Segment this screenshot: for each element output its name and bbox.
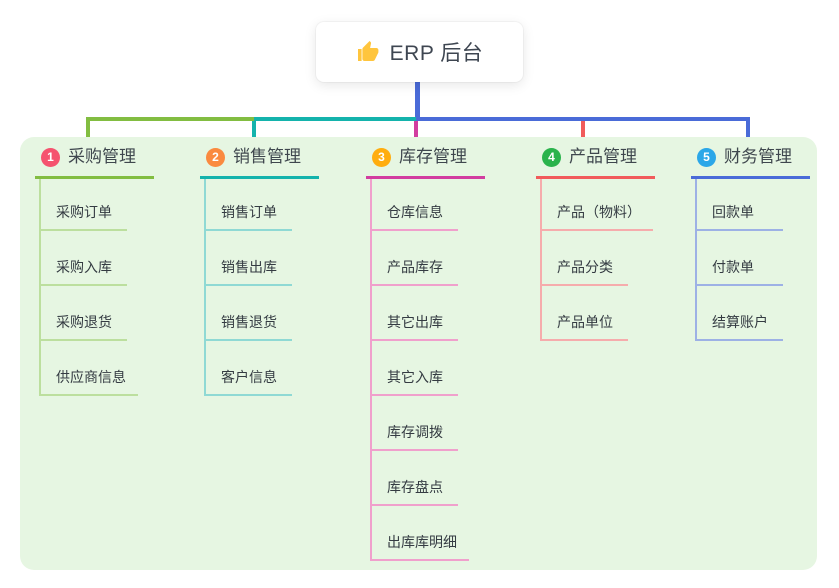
root-node-label: ERP 后台 <box>389 42 484 65</box>
thumbs-up-icon <box>357 41 379 61</box>
child-node-label: 产品单位 <box>557 314 613 330</box>
child-node[interactable]: 产品（物料） <box>540 179 653 231</box>
child-node[interactable]: 采购退货 <box>39 286 127 341</box>
branch-column: 2 销售管理 销售订单销售出库销售退货客户信息 <box>200 146 319 396</box>
child-node-label: 出库库明细 <box>387 534 457 550</box>
branch-title[interactable]: 2 销售管理 <box>200 146 319 179</box>
child-node-label: 销售订单 <box>221 204 277 220</box>
child-node[interactable]: 结算账户 <box>695 286 783 341</box>
child-node-label: 销售退货 <box>221 314 277 330</box>
child-node-label: 库存盘点 <box>387 479 443 495</box>
child-node-label: 采购入库 <box>56 259 112 275</box>
branch-title-label: 财务管理 <box>724 147 792 166</box>
branch-connector-line <box>370 179 372 561</box>
child-node[interactable]: 产品单位 <box>540 286 628 341</box>
branch-drop-line <box>86 117 90 140</box>
branch-column: 4 产品管理 产品（物料） 产品分类产品单位 <box>536 146 655 341</box>
child-node[interactable]: 产品库存 <box>370 231 458 286</box>
branch-connector-line <box>540 179 542 341</box>
child-node[interactable]: 采购订单 <box>39 179 127 231</box>
child-node[interactable]: 库存盘点 <box>370 451 458 506</box>
branch-children-list: 回款单付款单结算账户 <box>695 179 783 341</box>
bus-line <box>86 117 254 121</box>
branch-children-list: 仓库信息产品库存其它出库其它入库库存调拨库存盘点出库库明细 <box>370 179 469 561</box>
child-node-label: 产品库存 <box>387 259 443 275</box>
root-node[interactable]: ERP 后台 <box>316 22 523 82</box>
branch-connector-line <box>204 179 206 396</box>
branch-connector-line <box>695 179 697 341</box>
branches-container <box>20 137 817 570</box>
branch-title-label: 销售管理 <box>233 147 301 166</box>
child-node-label: 产品（物料） <box>557 204 641 220</box>
branch-title[interactable]: 4 产品管理 <box>536 146 655 179</box>
child-node[interactable]: 仓库信息 <box>370 179 458 231</box>
branch-drop-line <box>414 117 418 143</box>
child-node-label: 产品分类 <box>557 259 613 275</box>
child-node[interactable]: 出库库明细 <box>370 506 469 561</box>
branch-title[interactable]: 3 库存管理 <box>366 146 485 179</box>
child-node[interactable]: 销售退货 <box>204 286 292 341</box>
child-node[interactable]: 供应商信息 <box>39 341 138 396</box>
branch-title-label: 采购管理 <box>68 147 136 166</box>
branch-children-list: 销售订单销售出库销售退货客户信息 <box>204 179 292 396</box>
branch-column: 1 采购管理 采购订单采购入库采购退货供应商信息 <box>35 146 154 396</box>
child-node-label: 库存调拨 <box>387 424 443 440</box>
child-node[interactable]: 产品分类 <box>540 231 628 286</box>
child-node-label: 付款单 <box>712 259 754 275</box>
child-node-label: 回款单 <box>712 204 754 220</box>
child-node-label: 仓库信息 <box>387 204 443 220</box>
branch-connector-line <box>39 179 41 396</box>
child-node[interactable]: 销售出库 <box>204 231 292 286</box>
bus-line <box>254 117 418 121</box>
child-node-label: 供应商信息 <box>56 369 126 385</box>
branch-index-badge: 3 <box>372 147 391 167</box>
branch-title-label: 产品管理 <box>569 147 637 166</box>
child-node-label: 客户信息 <box>221 369 277 385</box>
child-node[interactable]: 其它出库 <box>370 286 458 341</box>
branch-title[interactable]: 1 采购管理 <box>35 146 154 179</box>
branch-title[interactable]: 5 财务管理 <box>691 146 810 179</box>
branch-drop-line <box>746 117 750 140</box>
root-stem-line <box>415 82 420 121</box>
child-node[interactable]: 销售订单 <box>204 179 292 231</box>
branch-index-badge: 5 <box>697 147 716 167</box>
child-node-label: 销售出库 <box>221 259 277 275</box>
branch-title-label: 库存管理 <box>399 147 467 166</box>
branch-column: 5 财务管理 回款单付款单结算账户 <box>691 146 810 341</box>
child-node-label: 其它出库 <box>387 314 443 330</box>
branch-index-badge: 2 <box>206 147 225 167</box>
child-node[interactable]: 其它入库 <box>370 341 458 396</box>
branch-drop-line <box>252 117 256 140</box>
bus-line <box>416 117 750 121</box>
child-node-label: 采购退货 <box>56 314 112 330</box>
child-node[interactable]: 库存调拨 <box>370 396 458 451</box>
child-node[interactable]: 回款单 <box>695 179 783 231</box>
branch-index-badge: 1 <box>41 147 60 167</box>
branch-children-list: 采购订单采购入库采购退货供应商信息 <box>39 179 138 396</box>
child-node-label: 其它入库 <box>387 369 443 385</box>
branch-column: 3 库存管理 仓库信息产品库存其它出库其它入库库存调拨库存盘点出库库明细 <box>366 146 485 561</box>
child-node[interactable]: 客户信息 <box>204 341 292 396</box>
child-node[interactable]: 付款单 <box>695 231 783 286</box>
child-node-label: 结算账户 <box>712 314 768 330</box>
branch-children-list: 产品（物料） 产品分类产品单位 <box>540 179 653 341</box>
child-node[interactable]: 采购入库 <box>39 231 127 286</box>
branch-drop-line <box>581 117 585 140</box>
child-node-label: 采购订单 <box>56 204 112 220</box>
branch-index-badge: 4 <box>542 147 561 167</box>
